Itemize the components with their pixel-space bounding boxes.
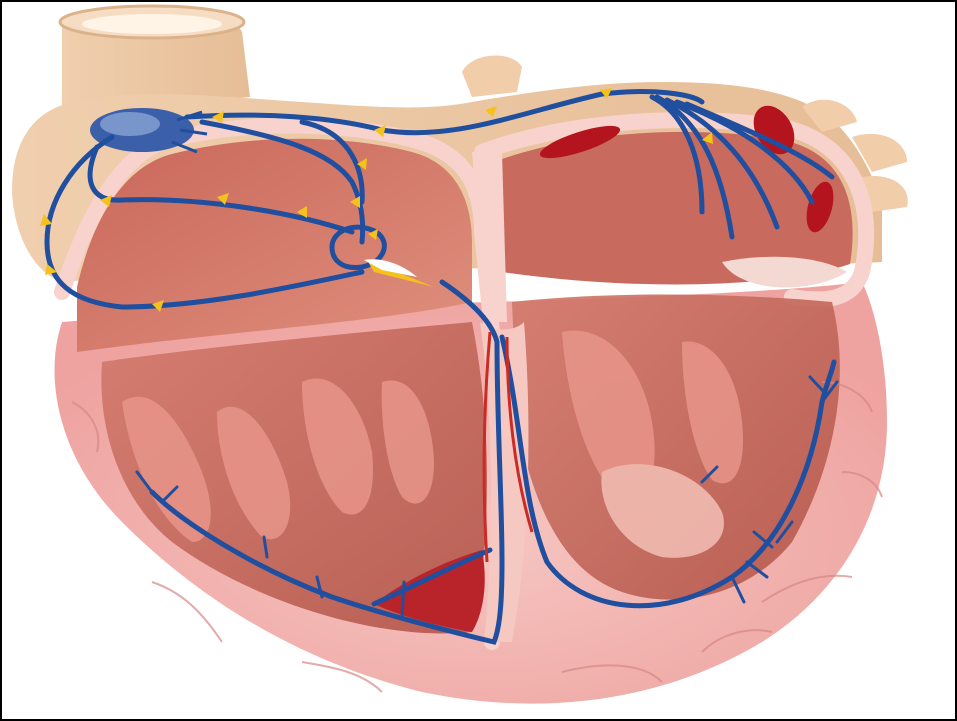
illustration-frame <box>0 0 957 721</box>
heart-illustration <box>2 2 955 719</box>
